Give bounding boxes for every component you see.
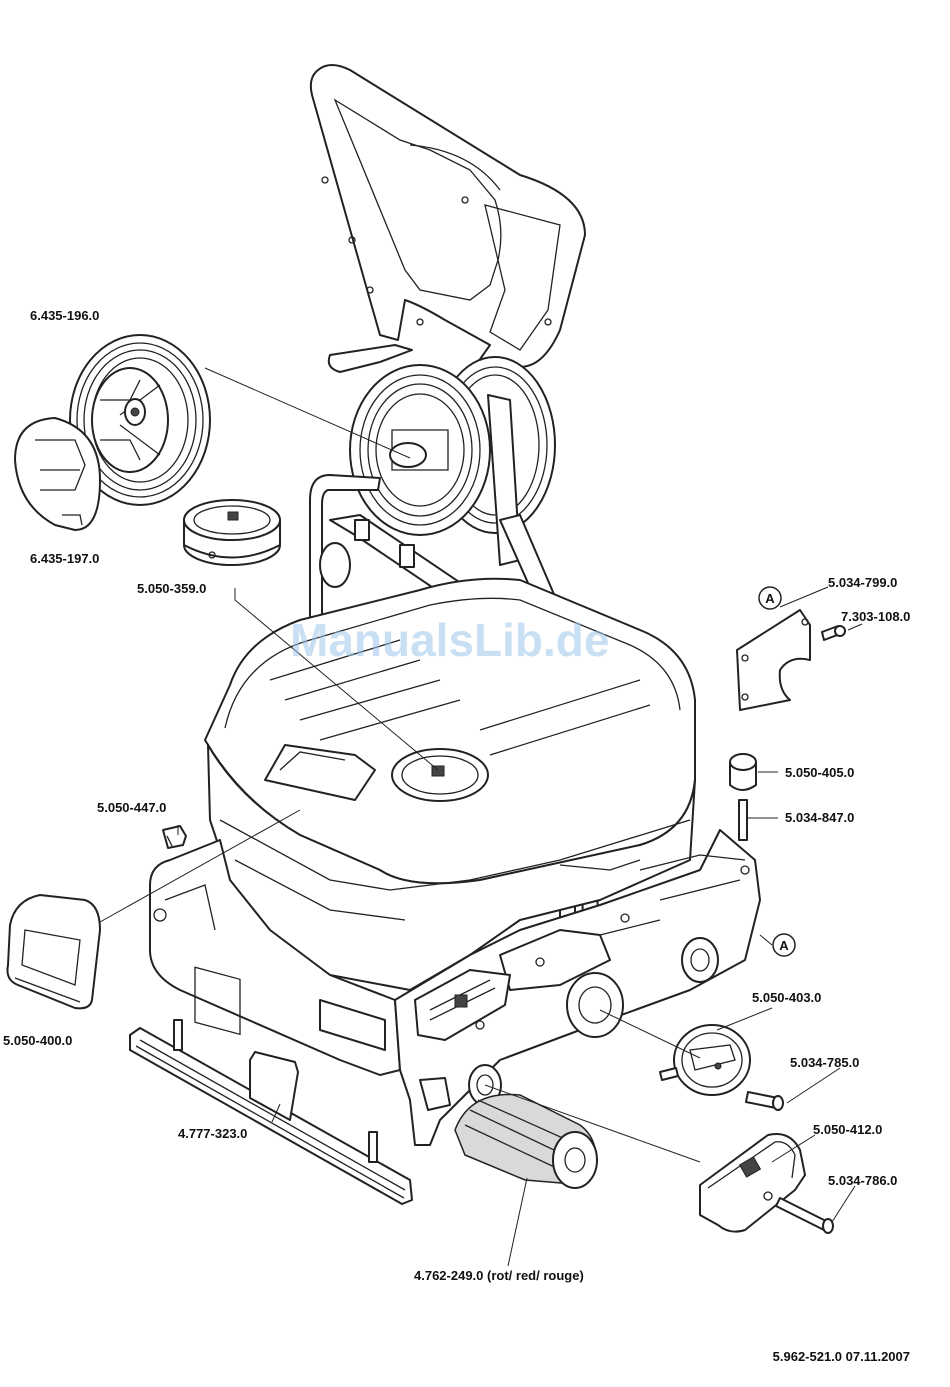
label-5-050-405-0: 5.050-405.0 bbox=[785, 765, 854, 780]
label-5-050-412-0: 5.050-412.0 bbox=[813, 1122, 882, 1137]
label-5-034-847-0: 5.034-847.0 bbox=[785, 810, 854, 825]
label-5-050-403-0: 5.050-403.0 bbox=[752, 990, 821, 1005]
document-footer: 5.962-521.0 07.11.2007 bbox=[773, 1349, 910, 1364]
label-5-050-400-0: 5.050-400.0 bbox=[3, 1033, 72, 1048]
side-wheel-part bbox=[660, 1025, 750, 1095]
detail-callout-a-bottom: A bbox=[773, 934, 795, 956]
label-5-050-447-0: 5.050-447.0 bbox=[97, 800, 166, 815]
label-6-435-196-0: 6.435-196.0 bbox=[30, 308, 99, 323]
detail-callout-a-top: A bbox=[759, 587, 781, 609]
front-cover-part bbox=[700, 1134, 805, 1232]
clip-part bbox=[163, 826, 186, 848]
label-5-050-359-0: 5.050-359.0 bbox=[137, 581, 206, 596]
label-6-435-197-0: 6.435-197.0 bbox=[30, 551, 99, 566]
axle-part bbox=[746, 1092, 783, 1110]
watermark: ManualsLib.de bbox=[290, 614, 609, 666]
roller-brush-part bbox=[455, 1094, 597, 1188]
label-4-777-323-0: 4.777-323.0 bbox=[178, 1126, 247, 1141]
filler-cap-part bbox=[184, 500, 280, 565]
label-5-034-786-0: 5.034-786.0 bbox=[828, 1173, 897, 1188]
push-handle bbox=[311, 65, 585, 410]
side-cover-part bbox=[7, 895, 100, 1008]
label-5-034-799-0: 5.034-799.0 bbox=[828, 575, 897, 590]
bumper-roller-part bbox=[730, 754, 756, 790]
label-5-034-785-0: 5.034-785.0 bbox=[790, 1055, 859, 1070]
rod-part bbox=[776, 1198, 833, 1233]
label-4-762-249-0: 4.762-249.0 (rot/ red/ rouge) bbox=[414, 1268, 584, 1283]
screw-part bbox=[822, 626, 845, 640]
callout-letter: A bbox=[765, 591, 775, 606]
callout-letter: A bbox=[779, 938, 789, 953]
pin-part bbox=[739, 800, 747, 840]
label-7-303-108-0: 7.303-108.0 bbox=[841, 609, 910, 624]
mounting-plate-part bbox=[737, 610, 810, 710]
